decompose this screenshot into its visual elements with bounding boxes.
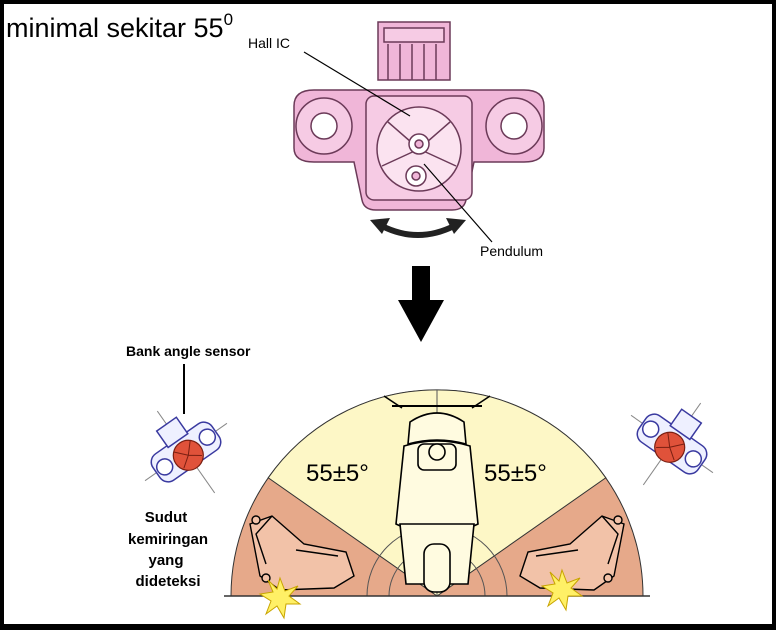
- tilt-note-line-1: Sudut: [145, 509, 188, 526]
- diagram-svg: Hall IC Pendulum 55±5° 55±5°: [126, 21, 714, 620]
- tilt-note-line-3: yang: [148, 552, 183, 569]
- pendulum-leader: [423, 163, 493, 243]
- sensor-connector: [377, 21, 451, 81]
- down-arrow-icon: [398, 266, 444, 342]
- mount-hole-left: [295, 97, 353, 155]
- angle-label-right: 55±5°: [484, 460, 547, 487]
- page-title: minimal sekitar 550: [6, 10, 234, 44]
- scooter-upright: [383, 395, 491, 593]
- swing-arrow-icon: [370, 218, 466, 238]
- hall-ic-leader: [303, 51, 411, 117]
- spark-icon-right: [540, 568, 584, 612]
- bank-angle-sensor-label: Bank angle sensor: [126, 343, 251, 359]
- tilt-note-line-2: kemiringan: [128, 531, 208, 548]
- bank-angle-sensor-detail: [293, 21, 545, 211]
- title-text: minimal sekitar 55: [6, 13, 224, 43]
- scooter-fallen-left: [249, 515, 355, 591]
- angle-label-left: 55±5°: [306, 460, 369, 487]
- spark-icon: [258, 576, 302, 620]
- scooter-fallen-right: [519, 515, 625, 591]
- tilt-note-line-4: dideteksi: [135, 573, 200, 590]
- hall-ic-label: Hall IC: [248, 35, 290, 51]
- mount-hole-right: [485, 97, 543, 155]
- small-sensor-left: [144, 410, 228, 494]
- pendulum-label: Pendulum: [480, 243, 543, 259]
- title-superscript: 0: [223, 10, 234, 29]
- tilt-note: Sudut kemiringan yang dideteksi: [128, 509, 208, 590]
- small-sensor-right: [630, 402, 714, 486]
- diagram-canvas: minimal sekitar 550: [4, 4, 772, 624]
